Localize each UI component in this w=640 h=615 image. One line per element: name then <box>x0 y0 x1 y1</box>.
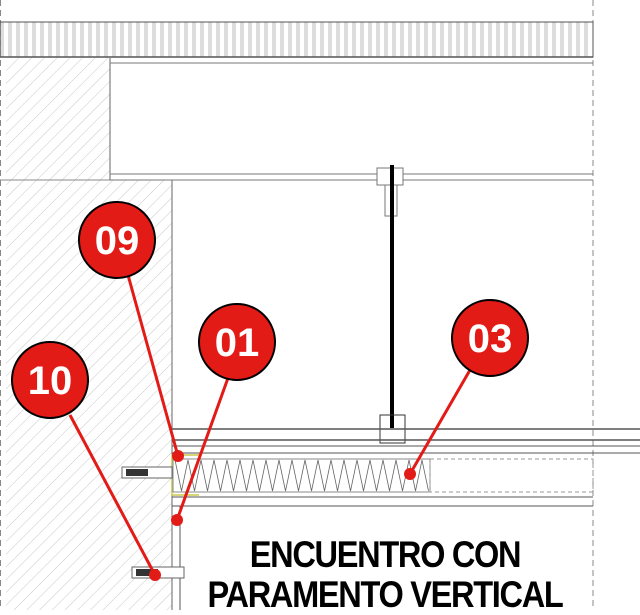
leader-03 <box>408 369 472 475</box>
callout-10: 10 <box>11 341 89 419</box>
leader-10 <box>68 414 157 576</box>
title-line-2: PARAMENTO VERTICAL <box>207 574 564 615</box>
callout-label: 09 <box>95 219 140 263</box>
leader-dot-09 <box>172 450 184 462</box>
title-line-1: ENCUENTRO CON <box>249 534 522 575</box>
concrete-wall <box>6 58 172 610</box>
leader-dot-10 <box>149 569 161 581</box>
leader-09 <box>126 274 180 457</box>
callout-label: 10 <box>28 359 73 403</box>
callout-label: 01 <box>215 321 260 365</box>
callout-01: 01 <box>198 303 276 381</box>
callout-label: 03 <box>468 317 513 361</box>
leader-01 <box>175 377 230 521</box>
anchor-bolt-upper <box>121 466 173 479</box>
leader-dot-01 <box>171 514 183 526</box>
beam <box>110 62 593 181</box>
mineral-wool-insulation <box>172 458 594 493</box>
leader-dot-03 <box>404 468 416 480</box>
hanger-rod <box>376 165 406 444</box>
callout-03: 03 <box>451 299 529 377</box>
slab-band <box>0 21 594 58</box>
callout-09: 09 <box>78 201 156 279</box>
